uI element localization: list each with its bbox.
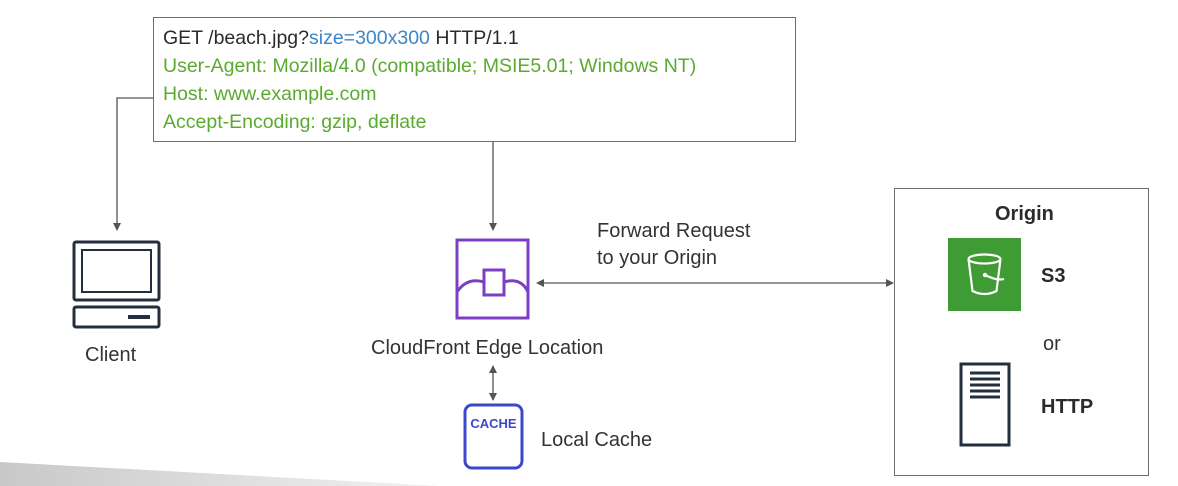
cache-badge-text: CACHE bbox=[470, 416, 517, 431]
edge-location-label: CloudFront Edge Location bbox=[371, 337, 604, 359]
forward-request-line2: to your Origin bbox=[597, 247, 718, 269]
request-method: GET bbox=[163, 27, 203, 49]
request-query: size=300x300 bbox=[309, 27, 430, 49]
http-request-box: GET /beach.jpg?size=300x300 HTTP/1.1 Use… bbox=[153, 17, 796, 142]
origin-title: Origin bbox=[995, 203, 1054, 225]
s3-bucket-icon bbox=[948, 238, 1021, 311]
request-line: GET /beach.jpg?size=300x300 HTTP/1.1 bbox=[163, 24, 795, 52]
cache-icon: CACHE bbox=[463, 403, 524, 470]
request-path: /beach.jpg? bbox=[208, 27, 309, 49]
header-user-agent: User-Agent: Mozilla/4.0 (compatible; MSI… bbox=[163, 55, 697, 77]
local-cache-label: Local Cache bbox=[541, 429, 653, 451]
decorative-swoosh bbox=[0, 462, 440, 486]
http-server-icon bbox=[959, 362, 1011, 447]
s3-label: S3 bbox=[1041, 265, 1066, 287]
http-label: HTTP bbox=[1041, 396, 1094, 418]
forward-request-line1: Forward Request bbox=[597, 220, 751, 242]
forward-request-label: Forward Request to your Origin bbox=[597, 218, 750, 272]
or-label: or bbox=[1043, 333, 1061, 355]
header-accept-encoding: Accept-Encoding: gzip, deflate bbox=[163, 111, 427, 133]
client-label: Client bbox=[85, 344, 137, 366]
cloudfront-edge-icon bbox=[455, 238, 530, 320]
header-host: Host: www.example.com bbox=[163, 83, 377, 105]
request-to-client-connector bbox=[113, 97, 153, 231]
request-protocol: HTTP/1.1 bbox=[435, 27, 519, 49]
origin-box bbox=[894, 188, 1149, 476]
desktop-computer-icon bbox=[72, 240, 161, 329]
